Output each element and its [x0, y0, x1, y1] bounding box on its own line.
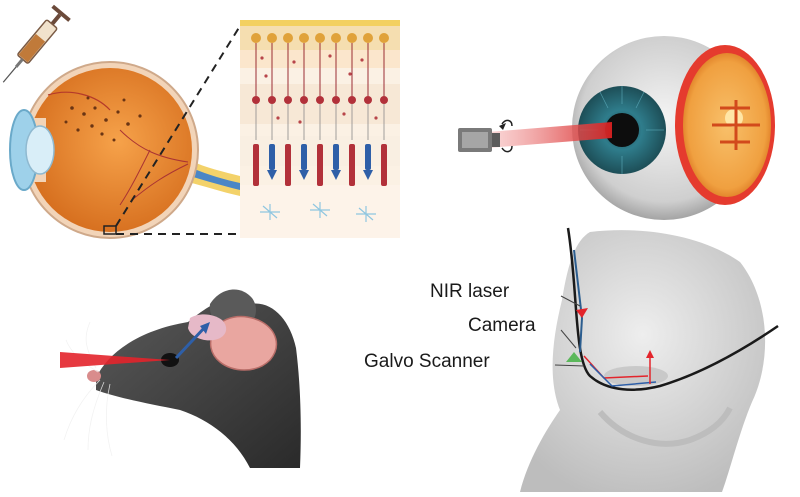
human-face-icon: [520, 227, 779, 492]
label-galvo-scanner: Galvo Scanner: [364, 351, 490, 372]
mouse-head-icon: [60, 289, 301, 468]
label-nir-laser: NIR laser: [430, 281, 510, 302]
laser-emitter-icon: [458, 119, 612, 153]
eye-cross-section-icon: [9, 61, 240, 239]
label-camera: Camera: [468, 315, 536, 336]
zoom-connector: [115, 25, 241, 235]
retina-layers-icon: [240, 20, 400, 238]
label-leaders: [554, 295, 585, 367]
eyeball-icon: [572, 36, 775, 220]
